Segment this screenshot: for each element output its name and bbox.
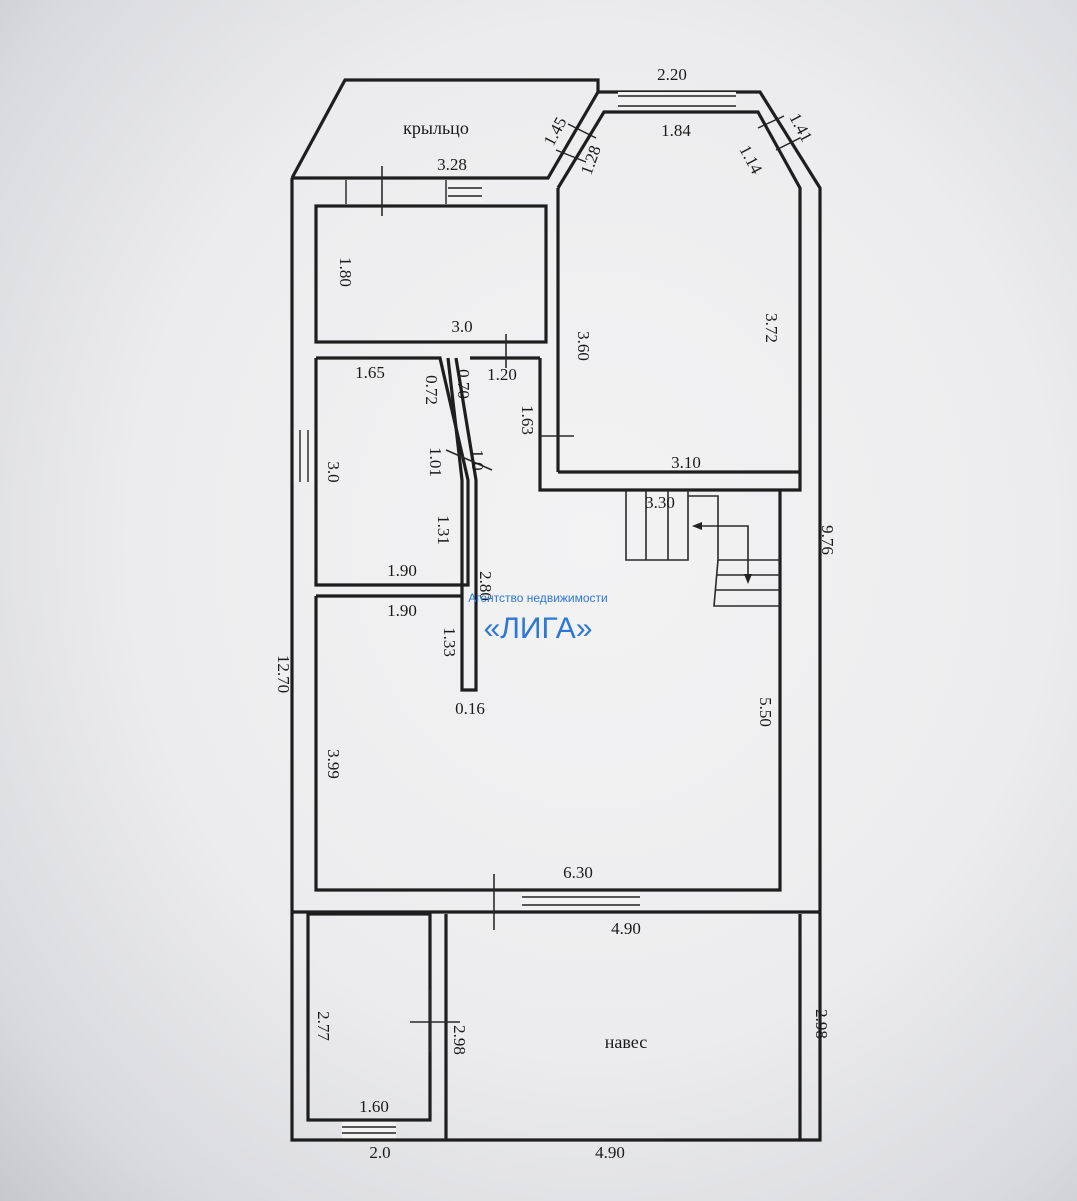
dim-12-70: 12.70 bbox=[274, 655, 293, 693]
bay-room-wall bbox=[538, 110, 802, 492]
dim-3-99: 3.99 bbox=[324, 749, 343, 779]
window-top bbox=[618, 92, 736, 110]
room-1 bbox=[314, 204, 548, 344]
dim-1-60: 1.60 bbox=[359, 1097, 389, 1116]
dim-2-77: 2.77 bbox=[314, 1011, 333, 1041]
dim-2-98-small: 2.98 bbox=[450, 1025, 469, 1055]
window-bay-right bbox=[757, 115, 801, 151]
dim-3-28: 3.28 bbox=[437, 155, 467, 174]
canopy-label: навес bbox=[605, 1032, 647, 1052]
dim-1-63: 1.63 bbox=[518, 405, 537, 435]
window-porch bbox=[345, 180, 482, 204]
dim-6-30: 6.30 bbox=[563, 863, 593, 882]
dim-3-10: 3.10 bbox=[671, 453, 701, 472]
porch-wall bbox=[292, 91, 600, 180]
window-bay-left bbox=[555, 123, 597, 163]
dim-1-33: 1.33 bbox=[440, 627, 459, 657]
dim-0-70: 0.70 bbox=[454, 369, 473, 399]
dim-1-20: 1.20 bbox=[487, 365, 517, 384]
dim-5-50: 5.50 bbox=[756, 697, 775, 727]
dim-9-76: 9.76 bbox=[818, 525, 837, 555]
dim-2-98-outer: 2.98 bbox=[812, 1009, 831, 1039]
dim-1-90-room2: 1.90 bbox=[387, 561, 417, 580]
dim-1-65: 1.65 bbox=[355, 363, 385, 382]
dim-3-60: 3.60 bbox=[574, 331, 593, 361]
dim-3-30: 3.30 bbox=[645, 493, 675, 512]
dim-0-16: 0.16 bbox=[455, 699, 485, 718]
dim-1-14: 1.14 bbox=[735, 142, 766, 178]
window-hall bbox=[522, 892, 640, 910]
watermark-agency: Агентство недвижимости bbox=[468, 591, 608, 605]
dim-1-31: 1.31 bbox=[434, 515, 453, 545]
dim-2-80: 2.80 bbox=[476, 571, 495, 601]
dim-1-01: 1.01 bbox=[426, 447, 445, 477]
window-left bbox=[294, 430, 314, 482]
dim-3-0-room2: 3.0 bbox=[324, 461, 343, 482]
dim-1-80: 1.80 bbox=[336, 257, 355, 287]
watermark-brand: «ЛИГА» bbox=[484, 612, 593, 645]
corridor-partition bbox=[446, 357, 478, 692]
dim-1-90-room3: 1.90 bbox=[387, 601, 417, 620]
dim-0-72: 0.72 bbox=[422, 375, 441, 405]
hall bbox=[314, 490, 782, 892]
room-2 bbox=[314, 356, 470, 587]
dim-2-20: 2.20 bbox=[657, 65, 687, 84]
staircase bbox=[625, 490, 780, 607]
window-small-room bbox=[342, 1122, 396, 1138]
dim-4-90-top: 4.90 bbox=[611, 919, 641, 938]
outer-wall bbox=[290, 78, 822, 1142]
dim-1-45: 1.45 bbox=[540, 114, 571, 149]
porch-label: крыльцо bbox=[403, 118, 469, 138]
door-room-2 bbox=[445, 449, 493, 471]
dim-2-0: 2.0 bbox=[369, 1143, 390, 1162]
dim-4-90-bottom: 4.90 bbox=[595, 1143, 625, 1162]
dim-3-72: 3.72 bbox=[762, 313, 781, 343]
dim-1-84: 1.84 bbox=[661, 121, 691, 140]
dim-1-0: 1.0 bbox=[468, 449, 487, 470]
dim-3-0-room1: 3.0 bbox=[451, 317, 472, 336]
